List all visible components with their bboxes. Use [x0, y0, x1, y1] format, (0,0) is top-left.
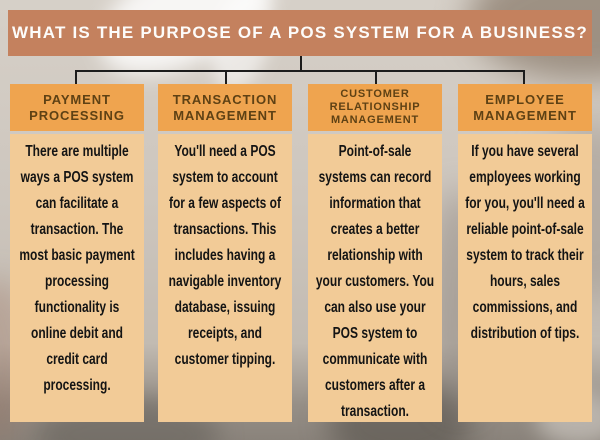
connector-horizontal-line	[75, 70, 525, 72]
connector-drop-2	[225, 70, 227, 85]
column-body-text: Point-of-sale systems can record informa…	[315, 143, 435, 420]
connector-drop-1	[75, 70, 77, 85]
column-body: You'll need a POS system to account for …	[158, 134, 292, 422]
column-body: If you have several employees working fo…	[458, 134, 592, 422]
column-header: TRANSACTION MANAGEMENT	[158, 84, 292, 131]
column-body-text: You'll need a POS system to account for …	[168, 143, 282, 368]
column-header: EMPLOYEE MANAGEMENT	[458, 84, 592, 131]
column-header: CUSTOMER RELATIONSHIP MANAGEMENT	[308, 84, 442, 131]
column-body: Point-of-sale systems can record informa…	[308, 134, 442, 422]
connector-drop-4	[523, 70, 525, 85]
column-body: There are multiple ways a POS system can…	[10, 134, 144, 422]
column-payment-processing: PAYMENT PROCESSING There are multiple wa…	[10, 84, 144, 422]
column-transaction-management: TRANSACTION MANAGEMENT You'll need a POS…	[158, 84, 292, 422]
connector-stem	[300, 56, 302, 72]
column-customer-relationship-management: CUSTOMER RELATIONSHIP MANAGEMENT Point-o…	[308, 84, 442, 422]
page-title: WHAT IS THE PURPOSE OF A POS SYSTEM FOR …	[8, 10, 592, 56]
column-employee-management: EMPLOYEE MANAGEMENT If you have several …	[458, 84, 592, 422]
column-body-text: If you have several employees working fo…	[465, 143, 585, 342]
column-body-text: There are multiple ways a POS system can…	[19, 143, 135, 394]
connector-drop-3	[375, 70, 377, 85]
column-header: PAYMENT PROCESSING	[10, 84, 144, 131]
